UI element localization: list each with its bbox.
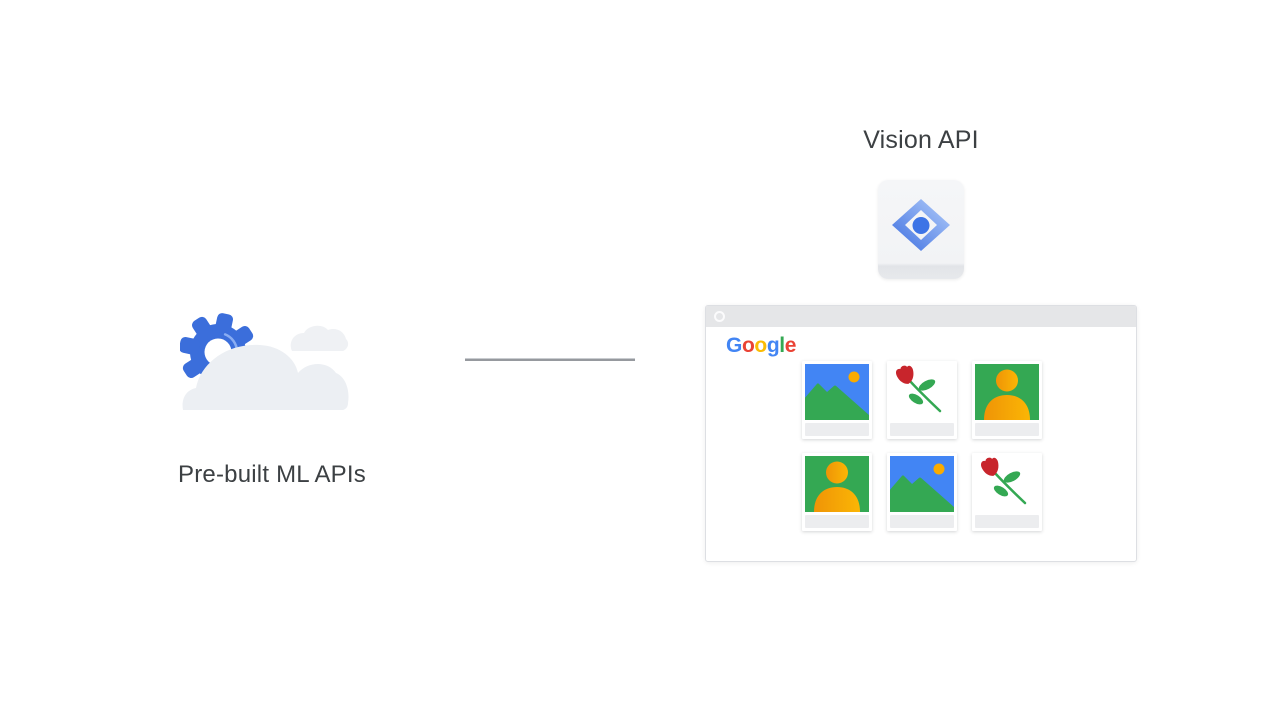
caption-placeholder <box>975 423 1039 436</box>
google-logo: Google <box>726 335 796 356</box>
browser-window: Google <box>705 305 1137 562</box>
window-titlebar <box>706 306 1136 327</box>
google-logo-letter: o <box>754 334 767 357</box>
gear-cloud-icon <box>179 313 350 410</box>
image-result-card[interactable] <box>972 453 1042 531</box>
vision-api-title: Vision API <box>863 126 979 154</box>
landscape-photo-icon <box>890 456 954 512</box>
image-result-card[interactable] <box>887 453 957 531</box>
google-logo-letter: g <box>766 334 780 357</box>
person-photo-icon <box>975 364 1039 420</box>
image-result-card[interactable] <box>802 453 872 531</box>
google-logo-letter: l <box>779 334 785 357</box>
connector-line <box>465 358 635 361</box>
vision-api-icon <box>878 180 964 279</box>
person-photo-icon <box>805 456 869 512</box>
google-logo-letter: G <box>726 334 742 357</box>
caption-placeholder <box>890 423 954 436</box>
diamond-eye-icon <box>892 198 950 251</box>
image-result-card[interactable] <box>802 361 872 439</box>
image-result-card[interactable] <box>972 361 1042 439</box>
google-logo-letter: e <box>784 334 797 357</box>
rose-photo-icon <box>975 456 1039 512</box>
caption-placeholder <box>890 515 954 528</box>
image-results-grid <box>802 361 1042 531</box>
prebuilt-ml-apis-label: Pre-built ML APIs <box>178 461 366 488</box>
image-result-card[interactable] <box>887 361 957 439</box>
caption-placeholder <box>805 515 869 528</box>
window-control-circle-icon[interactable] <box>714 311 725 322</box>
landscape-photo-icon <box>805 364 869 420</box>
rose-photo-icon <box>890 364 954 420</box>
caption-placeholder <box>975 515 1039 528</box>
google-logo-letter: o <box>741 334 755 357</box>
caption-placeholder <box>805 423 869 436</box>
